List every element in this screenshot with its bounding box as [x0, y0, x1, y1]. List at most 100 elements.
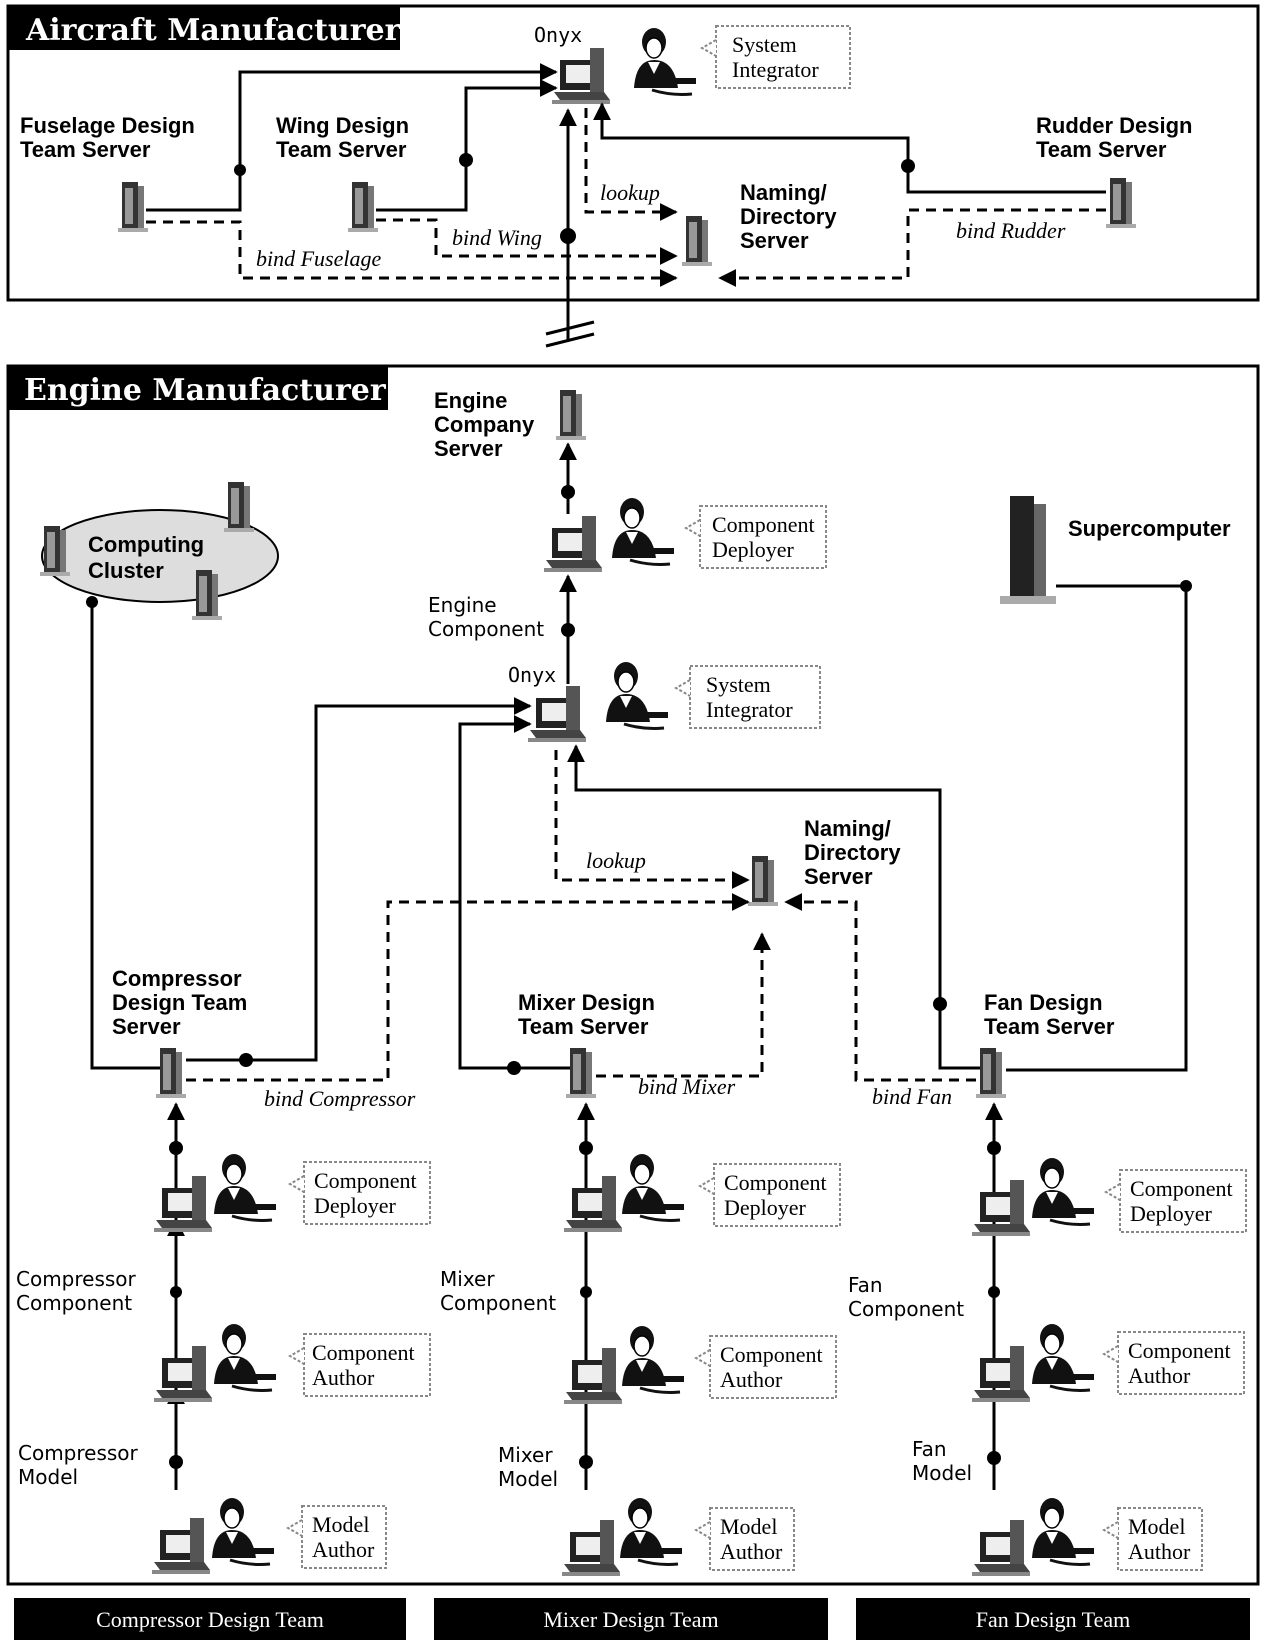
fan-author-callout: Component Author [1103, 1331, 1245, 1395]
engine-naming-server-label: Naming/ [804, 816, 891, 841]
fuselage-server-icon [118, 182, 148, 232]
bind-mixer-label: bind Mixer [638, 1074, 736, 1099]
fan-model-author-icon [1030, 1496, 1096, 1566]
mixer-component-label: Mixer [440, 1267, 495, 1291]
aircraft-system-integrator-icon [632, 26, 698, 96]
svg-text:Cluster: Cluster [88, 558, 164, 583]
fan-component-deployer-icon [1030, 1156, 1096, 1226]
svg-text:Author: Author [1128, 1539, 1191, 1564]
svg-text:Component: Component [724, 1170, 827, 1195]
svg-text:Directory: Directory [804, 840, 901, 865]
fan-team-footer: Fan Design Team [976, 1607, 1130, 1632]
engine-title: Engine Manufacturer [24, 373, 387, 408]
mixer-server-label: Mixer Design [518, 990, 655, 1015]
bind-wing-label: bind Wing [452, 225, 542, 250]
svg-text:Team Server: Team Server [518, 1014, 649, 1039]
svg-text:Component: Component [848, 1297, 964, 1321]
svg-text:Directory: Directory [740, 204, 837, 229]
cluster-server-icon-2 [224, 482, 254, 532]
compressor-server-label: Compressor [112, 966, 242, 991]
svg-text:Integrator: Integrator [732, 57, 819, 82]
bind-rudder-label: bind Rudder [956, 218, 1066, 243]
mixer-deployer-callout: Component Deployer [699, 1163, 841, 1227]
svg-text:Model: Model [312, 1512, 369, 1537]
mixer-deployer-workstation-icon [564, 1176, 622, 1232]
compressor-author-callout: Component Author [289, 1333, 431, 1397]
mixer-author-workstation-icon [564, 1348, 622, 1404]
svg-text:Author: Author [312, 1537, 375, 1562]
compressor-model-label: Compressor [18, 1441, 139, 1465]
svg-text:System: System [732, 32, 797, 57]
cluster-server-icon-3 [192, 570, 222, 620]
supercomputer-label: Supercomputer [1068, 516, 1231, 541]
aircraft-title: Aircraft Manufacturer [25, 13, 402, 48]
compressor-component-deployer-icon [212, 1152, 278, 1222]
svg-text:Team Server: Team Server [1036, 137, 1167, 162]
engine-component-label: Engine [428, 593, 497, 617]
wing-server-label: Wing Design [276, 113, 409, 138]
mixer-model-author-icon [618, 1496, 684, 1566]
engine-naming-server-icon [748, 856, 778, 906]
fan-author-workstation-icon [972, 1346, 1030, 1402]
svg-text:Team Server: Team Server [276, 137, 407, 162]
mixer-team-column: Component Deployer Mixer Component Compo… [440, 1102, 841, 1576]
engine-company-server-icon [556, 390, 586, 440]
svg-text:Component: Component [314, 1168, 417, 1193]
svg-text:Component: Component [312, 1340, 415, 1365]
fan-deployer-workstation-icon [972, 1180, 1030, 1236]
compressor-model-workstation-icon [152, 1518, 210, 1574]
compressor-deployer-callout: Component Deployer [289, 1161, 431, 1225]
svg-text:Model: Model [720, 1514, 777, 1539]
aircraft-onyx-label: Onyx [534, 23, 582, 47]
engine-onyx-workstation-icon [528, 686, 586, 742]
compressor-team-footer: Compressor Design Team [96, 1607, 324, 1632]
cluster-server-icon-1 [40, 526, 70, 576]
team-footers: Compressor Design Team Mixer Design Team… [14, 1598, 1250, 1640]
svg-text:Component: Component [440, 1291, 556, 1315]
engine-component-deployer-icon [610, 496, 676, 566]
fan-team-column: Component Deployer Fan Component Compone… [848, 1102, 1247, 1576]
compressor-deployer-workstation-icon [154, 1176, 212, 1232]
engine-manufacturer-panel: Engine Manufacturer Engine Company Serve… [6, 364, 1260, 1586]
bind-fan-label: bind Fan [872, 1084, 952, 1109]
compressor-author-workstation-icon [154, 1346, 212, 1402]
fan-component-author-icon [1030, 1322, 1096, 1392]
fan-server-label: Fan Design [984, 990, 1103, 1015]
svg-text:Server: Server [804, 864, 873, 889]
svg-text:Design Team: Design Team [112, 990, 247, 1015]
compressor-server-icon [156, 1048, 186, 1098]
fan-server-icon [976, 1048, 1006, 1098]
engine-company-server-label: Engine [434, 388, 507, 413]
compressor-team-column: Component Deployer Compressor Component … [16, 1102, 431, 1574]
compressor-model-author-icon [210, 1496, 276, 1566]
svg-text:Component: Component [720, 1342, 823, 1367]
svg-text:Component: Component [1128, 1338, 1231, 1363]
aircraft-onyx-workstation-icon [552, 48, 610, 104]
fan-component-label: Fan [848, 1273, 883, 1297]
svg-text:Author: Author [312, 1365, 375, 1390]
svg-text:Server: Server [740, 228, 809, 253]
svg-text:Component: Component [16, 1291, 132, 1315]
fan-model-workstation-icon [972, 1520, 1030, 1576]
supercomputer [1000, 496, 1056, 604]
engine-lookup-label: lookup [586, 848, 646, 873]
compressor-component-label: Compressor [16, 1267, 137, 1291]
mixer-server-icon [566, 1048, 596, 1098]
aircraft-naming-server-icon [682, 216, 712, 266]
fan-model-label: Fan [912, 1437, 947, 1461]
aircraft-naming-server-label: Naming/ [740, 180, 827, 205]
aircraft-lookup-label: lookup [600, 180, 660, 205]
fan-deployer-callout: Component Deployer [1105, 1169, 1247, 1233]
svg-text:Deployer: Deployer [724, 1195, 807, 1220]
svg-text:Deployer: Deployer [314, 1193, 397, 1218]
svg-text:System: System [706, 672, 771, 697]
compressor-model-author-callout: Model Author [287, 1505, 387, 1569]
mixer-team-footer: Mixer Design Team [543, 1607, 718, 1632]
svg-text:Deployer: Deployer [1130, 1201, 1213, 1226]
mixer-component-author-icon [620, 1324, 686, 1394]
bind-compressor-label: bind Compressor [264, 1086, 416, 1111]
mixer-model-author-callout: Model Author [695, 1507, 795, 1571]
fuselage-server-label: Fuselage Design [20, 113, 195, 138]
svg-text:Model: Model [18, 1465, 78, 1489]
